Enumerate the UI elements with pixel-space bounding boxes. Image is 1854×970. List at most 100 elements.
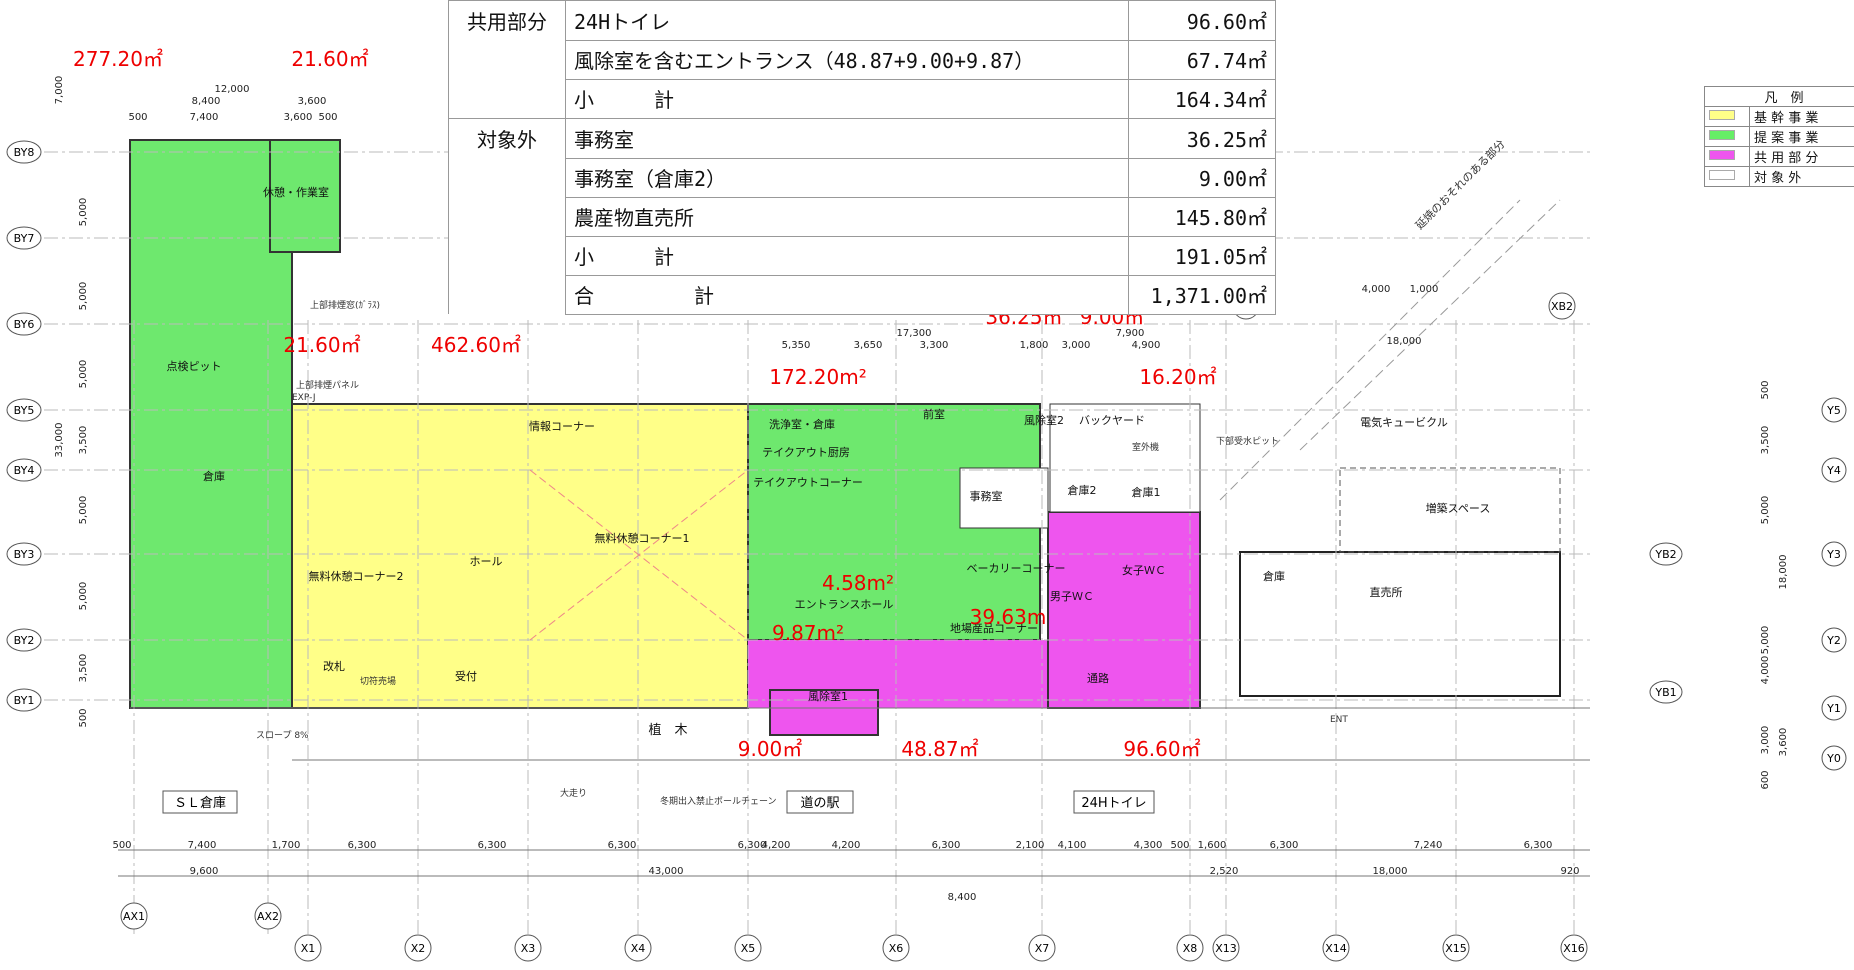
grid-label: AX1 bbox=[123, 910, 145, 923]
grid-label: BY7 bbox=[14, 232, 35, 245]
area-value: 36.25㎡ bbox=[1128, 118, 1276, 159]
room-label: 倉庫2 bbox=[1068, 483, 1097, 497]
area-item: 事務室（倉庫2） bbox=[565, 157, 1129, 198]
grid-bubble bbox=[294, 934, 322, 962]
dimension-text: 3,600 bbox=[284, 112, 313, 123]
dimension-text: 3,300 bbox=[920, 340, 949, 351]
legend-swatch bbox=[1709, 110, 1735, 120]
dimension-text: 2,100 bbox=[1016, 840, 1045, 851]
dimension-text: 3,500 bbox=[78, 654, 89, 683]
grid-bubble bbox=[1649, 542, 1683, 566]
room-label: 直売所 bbox=[1370, 585, 1403, 599]
grid-label: X1 bbox=[301, 942, 316, 955]
grid-label: X14 bbox=[1325, 942, 1347, 955]
room-label: 点検ピット bbox=[167, 359, 222, 373]
room-label: 風除室2 bbox=[1024, 413, 1064, 427]
dimension-text: 6,300 bbox=[738, 840, 767, 851]
grid-label: X15 bbox=[1445, 942, 1467, 955]
grid-bubble bbox=[6, 398, 42, 422]
area-category bbox=[448, 197, 566, 236]
legend: 凡 例基 幹 事 業提 案 事 業共 用 部 分対 象 外 bbox=[1704, 86, 1854, 187]
area-value: 1,371.00㎡ bbox=[1128, 274, 1276, 315]
grid-bubble bbox=[1560, 934, 1588, 962]
dimension-text: 17,300 bbox=[897, 328, 932, 339]
room-label: 倉庫1 bbox=[1132, 485, 1161, 499]
zone-extension bbox=[1339, 467, 1561, 553]
room-labels: 倉庫休憩・作業室点検ピット情報コーナー無料休憩コーナー2ホール無料休憩コーナー1… bbox=[167, 185, 1491, 738]
room-label: 無料休憩コーナー2 bbox=[309, 569, 404, 583]
dimension-text: 3,650 bbox=[854, 340, 883, 351]
facility-tag-box bbox=[1073, 790, 1155, 814]
area-row: 事務室（倉庫2）9.00㎡ bbox=[448, 157, 1276, 198]
grid-bubble bbox=[254, 902, 282, 930]
area-value: 96.60㎡ bbox=[1128, 0, 1276, 41]
grid-bubble bbox=[734, 934, 762, 962]
grid-bubble bbox=[1322, 934, 1350, 962]
dimension-text: 4,000 bbox=[1760, 656, 1771, 685]
grid-label: AX2 bbox=[257, 910, 279, 923]
grid-label: XB2 bbox=[1551, 300, 1573, 313]
room-label: 情報コーナー bbox=[529, 420, 595, 433]
dimension-text: 4,300 bbox=[1134, 840, 1163, 851]
legend-title: 凡 例 bbox=[1704, 86, 1854, 107]
dimension-text: 5,000 bbox=[1760, 626, 1771, 655]
area-annotation: 21.60㎡ bbox=[291, 47, 368, 71]
zone-backyard bbox=[1049, 403, 1201, 513]
dimension-text: 4,000 bbox=[1362, 284, 1391, 295]
area-category bbox=[448, 275, 566, 314]
grid-bubble bbox=[6, 226, 42, 250]
dimension-text: 5,000 bbox=[78, 582, 89, 611]
area-annotation: 172.20m² bbox=[769, 365, 866, 389]
note-text: EXP-J bbox=[292, 393, 315, 403]
room-label: 倉庫 bbox=[1263, 569, 1285, 583]
legend-item: 対 象 外 bbox=[1704, 166, 1854, 187]
area-category: 対象外 bbox=[448, 118, 566, 158]
dimension-text: 4,100 bbox=[1058, 840, 1087, 851]
room-label: 倉庫 bbox=[203, 469, 225, 483]
note-text: 切符売場 bbox=[360, 675, 396, 687]
grid-label: BY1 bbox=[14, 694, 35, 707]
legend-swatch bbox=[1709, 150, 1735, 160]
grid-bubble bbox=[6, 628, 42, 652]
room-label: テイクアウト厨房 bbox=[762, 446, 850, 459]
grid-label: Y5 bbox=[1826, 404, 1841, 417]
room-label: 通路 bbox=[1087, 672, 1109, 685]
note-text: 上部排煙窓(ｶﾞﾗｽ) bbox=[310, 299, 380, 311]
grid-bubble bbox=[1028, 934, 1056, 962]
dimension-text: 5,000 bbox=[1760, 496, 1771, 525]
area-category bbox=[448, 236, 566, 275]
grid-label: YB2 bbox=[1654, 548, 1676, 561]
grid-bubble bbox=[1212, 934, 1240, 962]
grid-label: X3 bbox=[521, 942, 536, 955]
grid-label: X2 bbox=[411, 942, 426, 955]
area-annotation: 277.20㎡ bbox=[73, 47, 163, 71]
room-label: 電気キュービクル bbox=[1360, 415, 1448, 429]
dimension-text: 6,300 bbox=[1270, 840, 1299, 851]
dimension-text: 6,300 bbox=[1524, 840, 1553, 851]
zones bbox=[129, 139, 1561, 736]
grid-bubble bbox=[624, 934, 652, 962]
grid-bubble bbox=[1821, 397, 1847, 423]
grid-label: Y1 bbox=[1826, 702, 1841, 715]
dimension-text: 9,600 bbox=[190, 866, 219, 877]
dimension-text: 500 bbox=[1760, 380, 1771, 399]
area-item: 合 計 bbox=[565, 274, 1129, 315]
grid-label: Y0 bbox=[1826, 752, 1841, 765]
room-label: 前室 bbox=[923, 407, 945, 421]
area-value: 145.80㎡ bbox=[1128, 196, 1276, 237]
grid-bubble bbox=[6, 140, 42, 164]
note-text: 冬期出入禁止ポールチェーン bbox=[660, 795, 777, 807]
legend-swatch bbox=[1709, 130, 1735, 140]
grid-label: X13 bbox=[1215, 942, 1237, 955]
grid-bubble bbox=[6, 688, 42, 712]
area-annotation: 21.60㎡ bbox=[283, 333, 360, 357]
dimension-text: 18,000 bbox=[1778, 555, 1789, 590]
zone-direct-store bbox=[1239, 551, 1561, 697]
grid-label: X7 bbox=[1035, 942, 1050, 955]
